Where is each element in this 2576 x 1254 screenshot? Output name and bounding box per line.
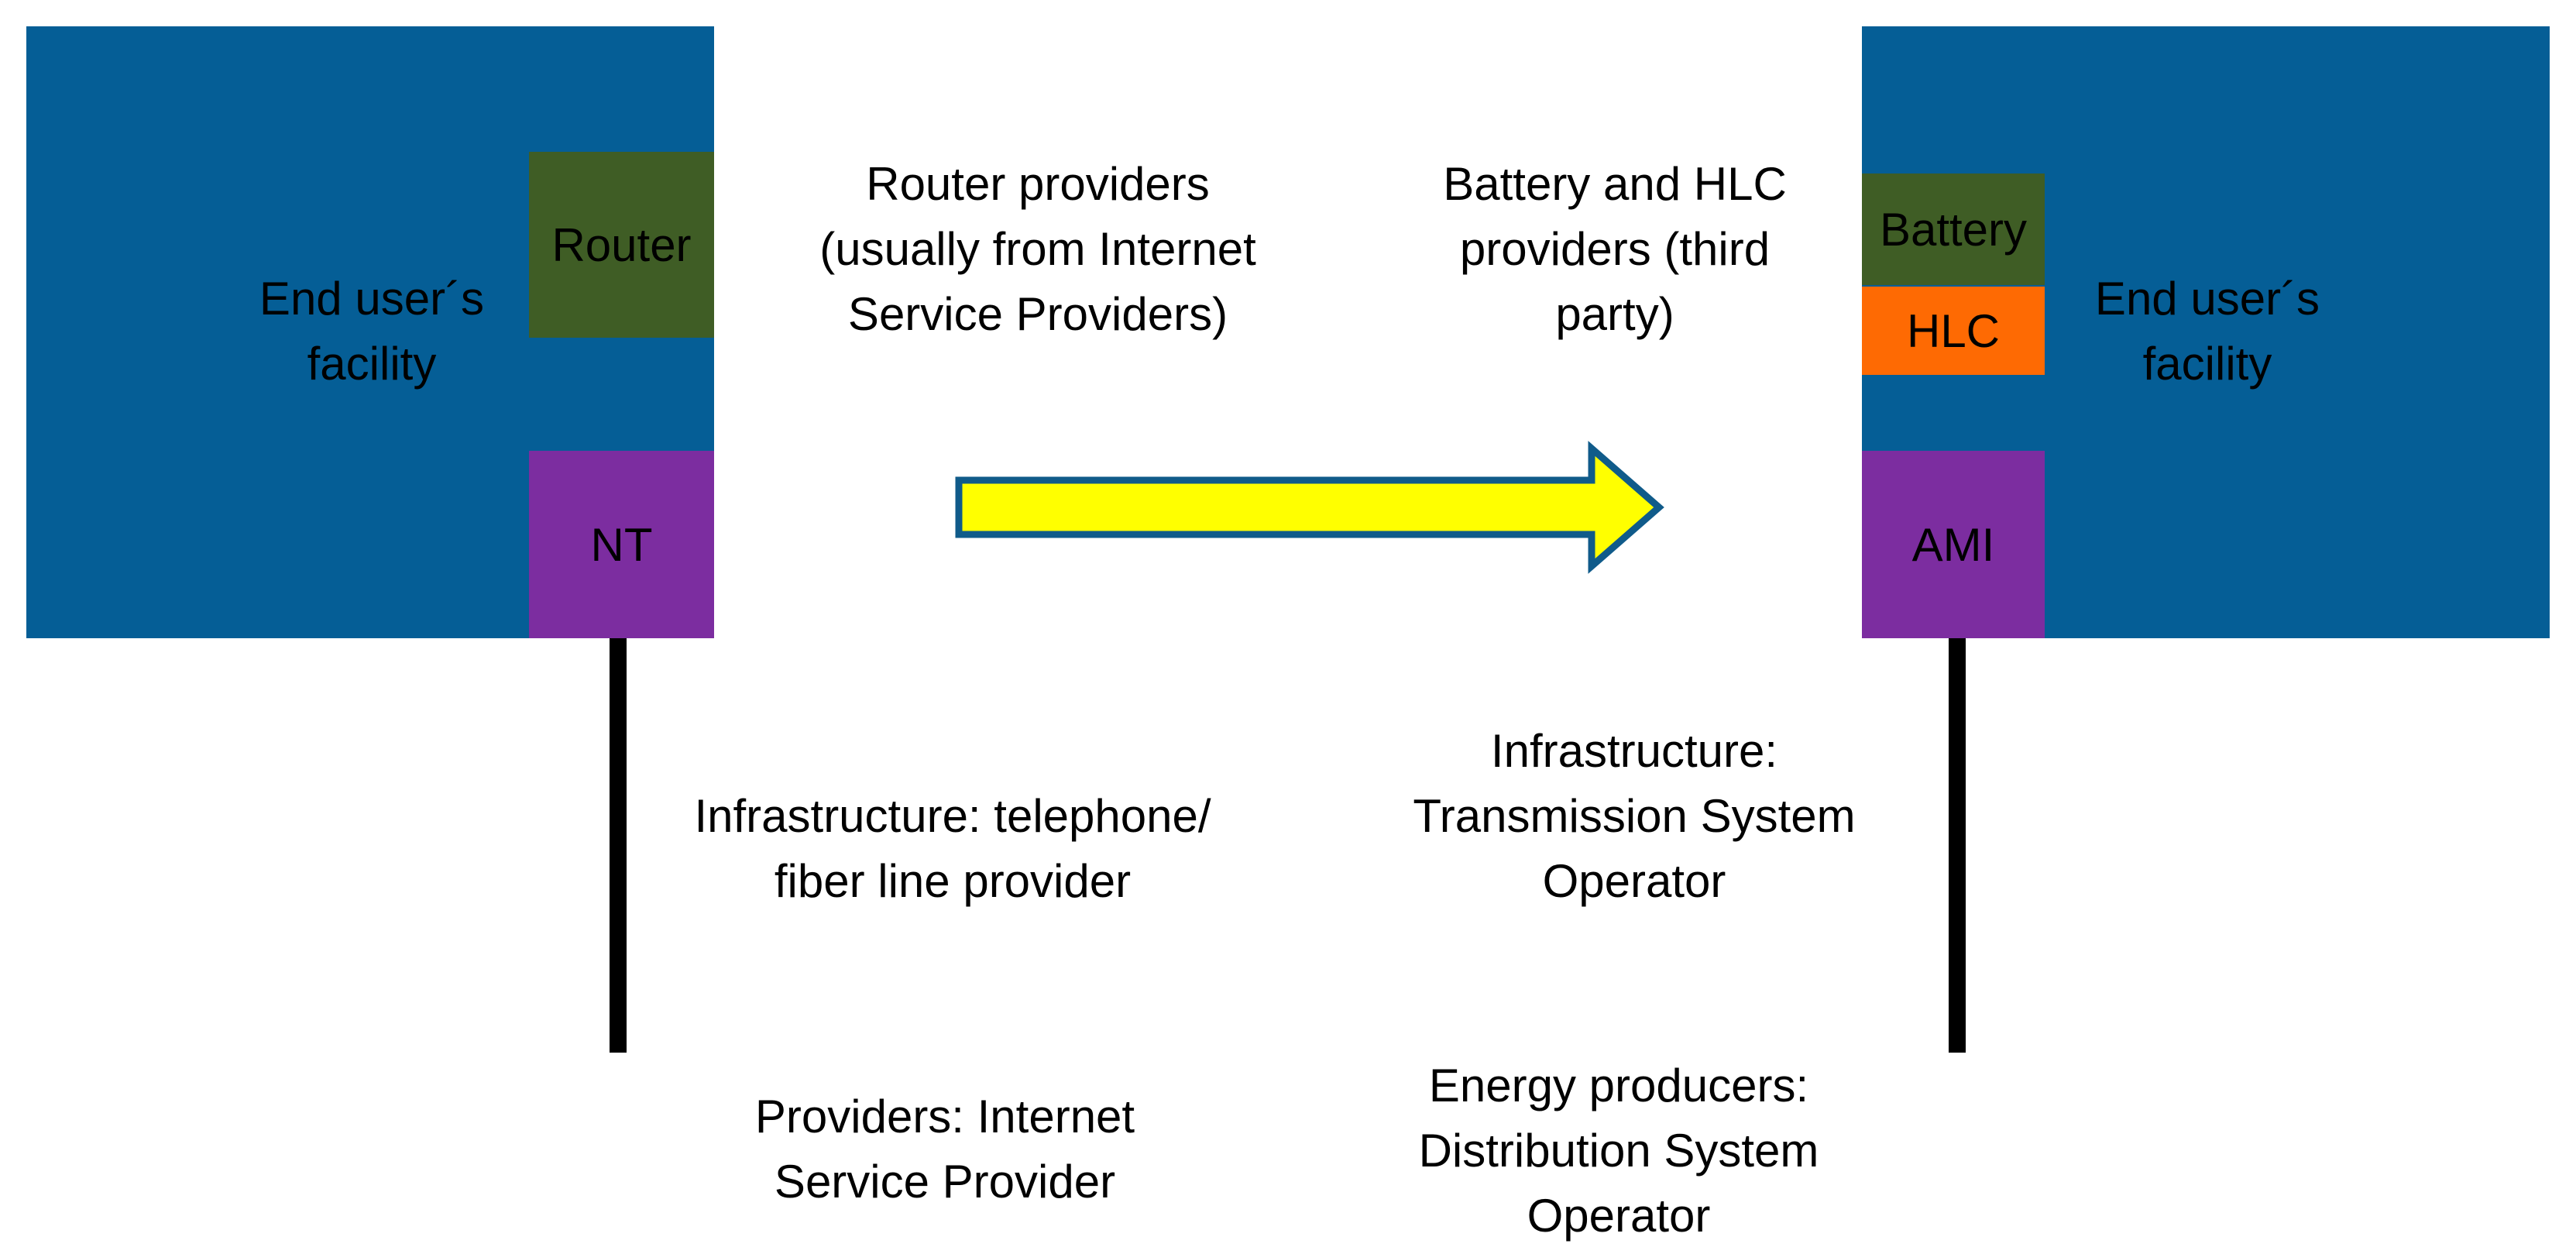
energy-producers-label: Energy producers: Distribution System Op… (1418, 1060, 1819, 1242)
infrastructure-telecom-label: Infrastructure: telephone/ fiber line pr… (694, 790, 1211, 907)
hlc-box: HLC (1862, 287, 2045, 375)
transition-arrow-icon (955, 441, 1664, 574)
facility-left-label: End user´s facility (259, 273, 485, 390)
connection-line-left (610, 638, 627, 1053)
connection-line-right (1949, 638, 1966, 1053)
battery-box: Battery (1862, 173, 2045, 285)
facility-right-label: End user´s facility (2094, 273, 2320, 390)
infrastructure-energy-label: Infrastructure: Transmission System Oper… (1413, 725, 1856, 907)
arrow-shape (955, 441, 1664, 574)
battery-hlc-providers-label: Battery and HLC providers (third party) (1443, 158, 1787, 340)
providers-isp-label: Providers: Internet Service Provider (754, 1091, 1135, 1208)
router-box: Router (529, 152, 714, 338)
ami-box: AMI (1862, 451, 2045, 638)
nt-box: NT (529, 451, 714, 638)
router-providers-label: Router providers (usually from Internet … (819, 158, 1256, 340)
